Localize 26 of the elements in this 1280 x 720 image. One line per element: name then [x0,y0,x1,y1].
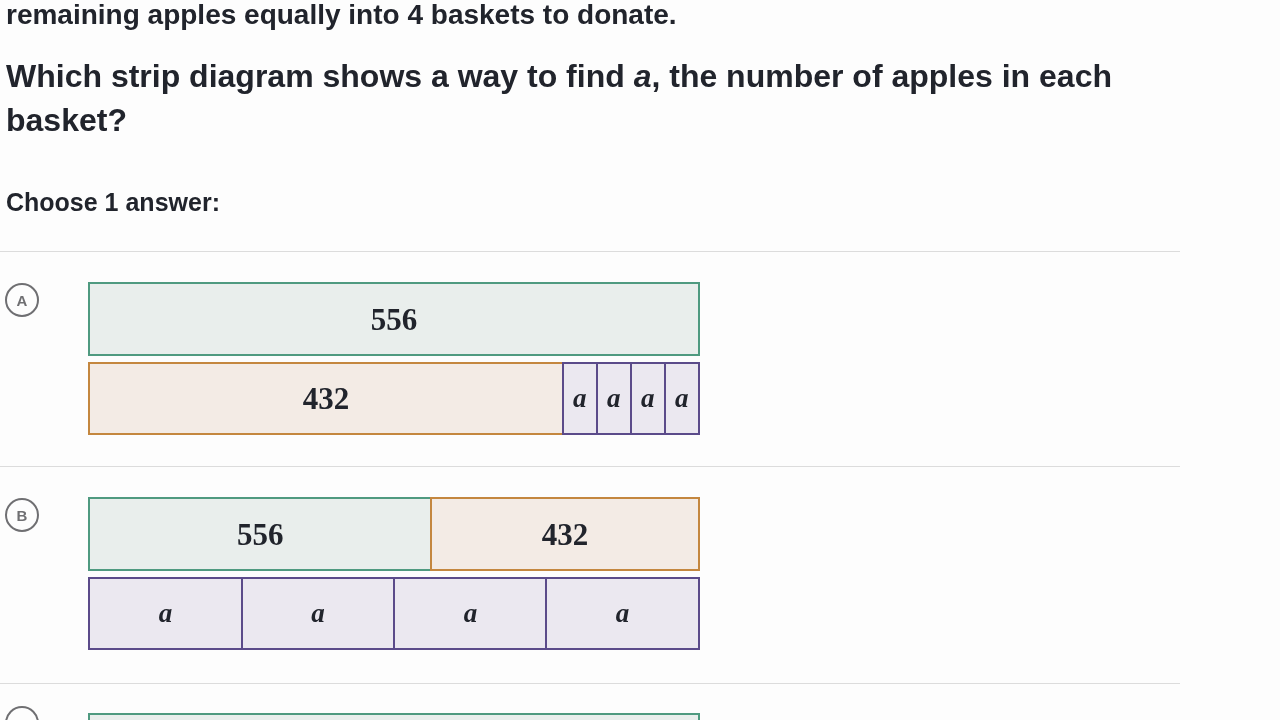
total-strip-segment [88,497,433,571]
unknown-strip-segment [393,577,548,650]
part-strip-segment [88,362,564,435]
strip-label: 556 [370,303,418,335]
part-strip-segment [430,497,700,571]
strip-label: a [573,385,587,412]
strip-label: a [607,385,621,412]
strip-label: a [675,385,689,412]
unknown-strip-segment [663,362,700,435]
question-text: Which strip diagram shows a way to find a, the number of apples in each basket? [6,57,1113,140]
strip-label: a [641,385,655,412]
strip-label: 556 [237,518,284,550]
instruction-text: Choose 1 answer: [6,187,220,217]
strip-label: a [311,600,325,627]
strip-label: a [615,600,630,627]
radio-button: B [5,498,39,532]
unknown-strip-segment [88,577,243,650]
unknown-strip-segment [240,577,396,650]
strip-label: 432 [541,518,589,550]
radio-button: A [5,283,39,317]
problem-text: remaining apples equally into 4 baskets to donate. [6,0,677,30]
strip-label: a [158,600,173,627]
total-strip-segment [88,282,700,356]
strip-label: a [463,600,478,627]
strip-label: 432 [302,383,350,414]
unknown-strip-segment [545,577,700,650]
